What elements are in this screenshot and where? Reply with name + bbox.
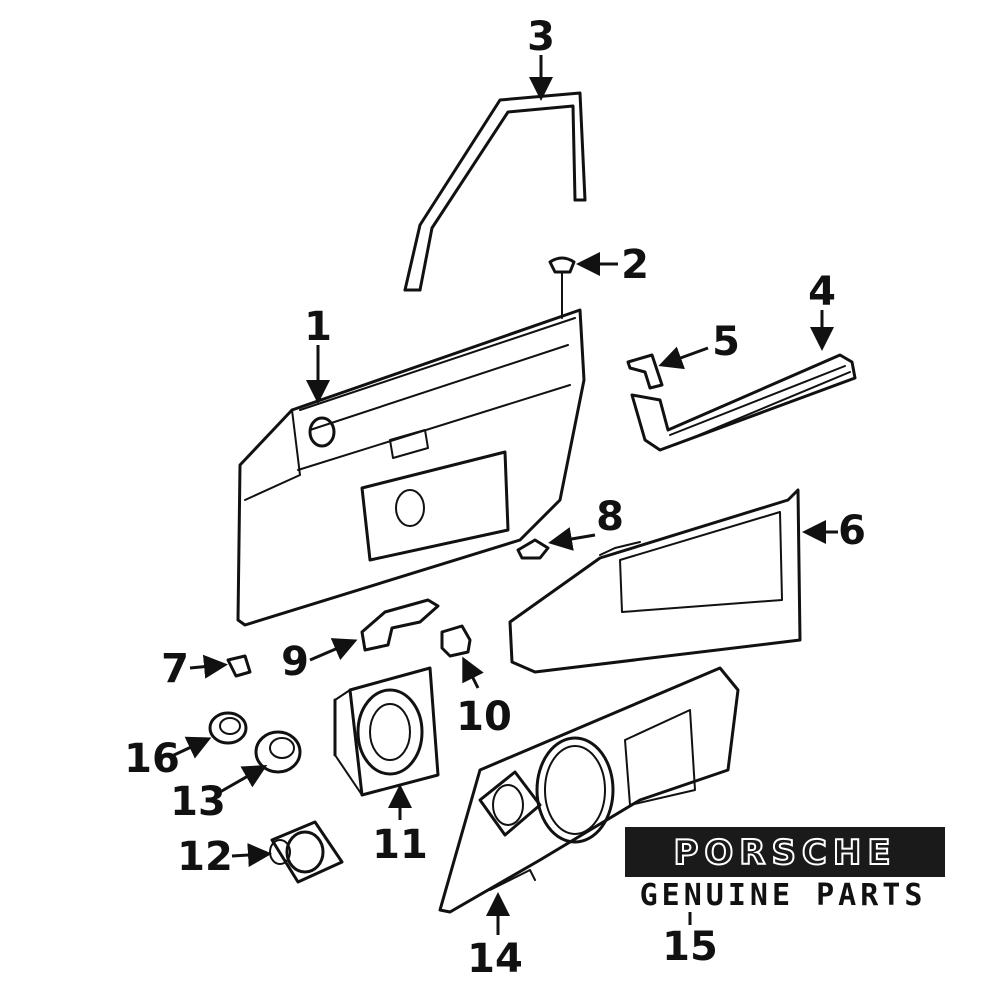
callout-12: 12 bbox=[177, 834, 233, 880]
brand-name: PORSCHE bbox=[673, 833, 896, 873]
callout-1: 1 bbox=[304, 304, 332, 350]
callout-7: 7 bbox=[161, 646, 189, 692]
callout-9: 9 bbox=[281, 639, 309, 685]
callout-4: 4 bbox=[808, 269, 836, 315]
part-1-door-panel bbox=[236, 308, 586, 627]
callout-15: 15 bbox=[662, 924, 718, 970]
callout-13: 13 bbox=[170, 779, 226, 825]
callout-11: 11 bbox=[372, 822, 428, 868]
part-9-handle-bracket bbox=[360, 598, 440, 652]
leader-lines bbox=[171, 55, 838, 935]
part-4-trim-strip bbox=[630, 353, 857, 452]
callout-6: 6 bbox=[838, 508, 866, 554]
leader-10 bbox=[462, 656, 484, 689]
brand-badge: PORSCHE GENUINE PARTS bbox=[625, 827, 945, 913]
callout-14: 14 bbox=[467, 936, 523, 982]
callout-10: 10 bbox=[456, 694, 512, 740]
leader-13 bbox=[219, 765, 268, 794]
part-8-fastener bbox=[516, 538, 550, 560]
part-6-door-pocket bbox=[508, 488, 802, 674]
leader-12 bbox=[231, 843, 272, 868]
callout-3: 3 bbox=[527, 14, 555, 60]
part-5-bracket bbox=[626, 353, 664, 390]
leader-8 bbox=[548, 527, 596, 551]
leader-9 bbox=[309, 638, 358, 662]
part-2-clip bbox=[548, 256, 576, 319]
part-16-ring bbox=[208, 711, 248, 745]
part-13-grille bbox=[254, 730, 302, 774]
callout-labels: 1 2 3 4 5 6 7 8 9 10 11 12 13 14 15 16 bbox=[124, 14, 866, 982]
part-14-speaker-panel bbox=[438, 666, 740, 914]
part-11-speaker bbox=[333, 666, 440, 797]
leader-7 bbox=[189, 654, 228, 679]
leader-16 bbox=[171, 736, 212, 759]
brand-tagline: GENUINE PARTS bbox=[640, 878, 927, 913]
part-12-small-speaker bbox=[269, 820, 344, 884]
leader-5 bbox=[658, 346, 709, 370]
part-10-cap bbox=[440, 624, 472, 658]
callout-16: 16 bbox=[124, 736, 180, 782]
part-7-clip bbox=[226, 654, 252, 678]
part-3-window-seal bbox=[403, 91, 587, 292]
brand-logo-box bbox=[625, 827, 945, 877]
callout-2: 2 bbox=[621, 242, 649, 288]
callout-8: 8 bbox=[596, 494, 624, 540]
callout-5: 5 bbox=[712, 319, 740, 365]
